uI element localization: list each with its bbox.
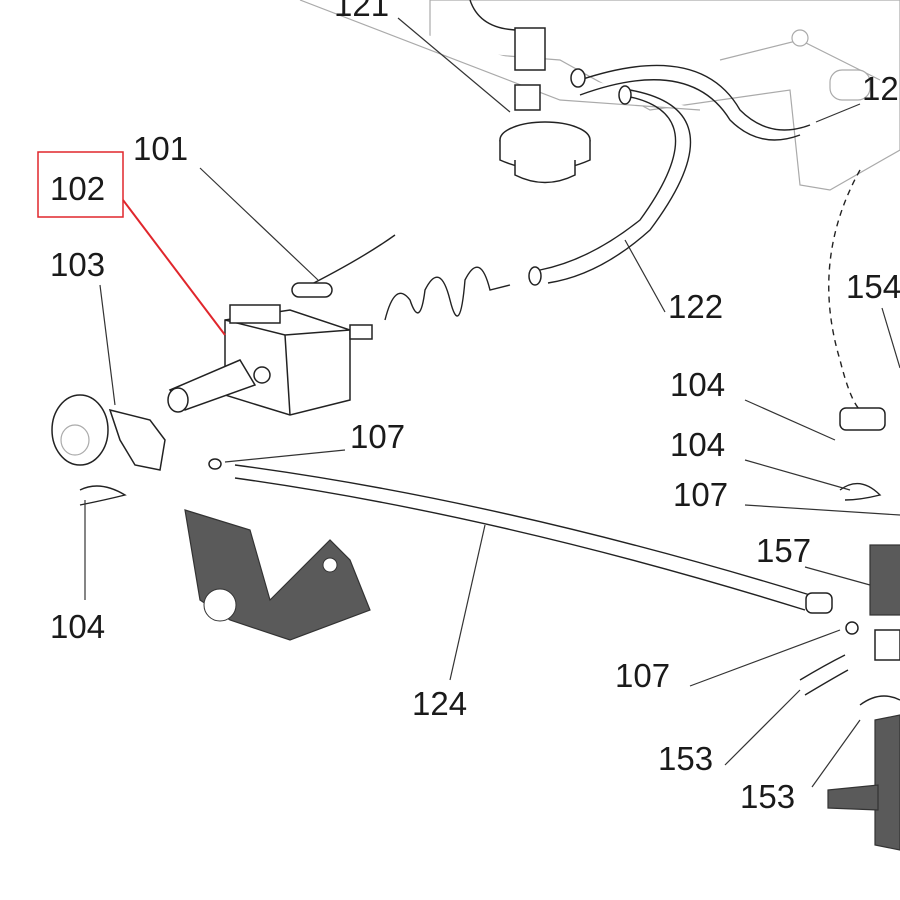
right-components [799, 169, 900, 851]
part-121-pressure-switch [469, 0, 591, 184]
part-101-spring [291, 234, 511, 321]
label-103: 103 [50, 246, 105, 283]
label-104: 104 [670, 366, 725, 403]
part-124-hose [208, 458, 859, 635]
highlight-box [37, 151, 124, 218]
label-107: 107 [350, 418, 405, 455]
part-102-pump [167, 304, 373, 416]
label-124: 124 [412, 685, 467, 722]
part-103-knob [51, 394, 166, 506]
leader-lines [84, 17, 900, 788]
label-102[interactable]: 102 [50, 170, 105, 207]
label-121: 121 [334, 0, 389, 23]
label-154: 154 [846, 268, 900, 305]
label-153: 153 [658, 740, 713, 777]
label-157: 157 [756, 532, 811, 569]
machine-frame [299, 0, 900, 191]
label-122: 122 [668, 288, 723, 325]
highlight-leader [122, 199, 226, 336]
bracket [184, 509, 371, 641]
label-153: 153 [740, 778, 795, 815]
label-104: 104 [50, 608, 105, 645]
label-104: 104 [670, 426, 725, 463]
label-101: 101 [133, 130, 188, 167]
label-107: 107 [673, 476, 728, 513]
part-122-tube [528, 64, 811, 286]
label-12x: 12 [862, 70, 899, 107]
label-107: 107 [615, 657, 670, 694]
